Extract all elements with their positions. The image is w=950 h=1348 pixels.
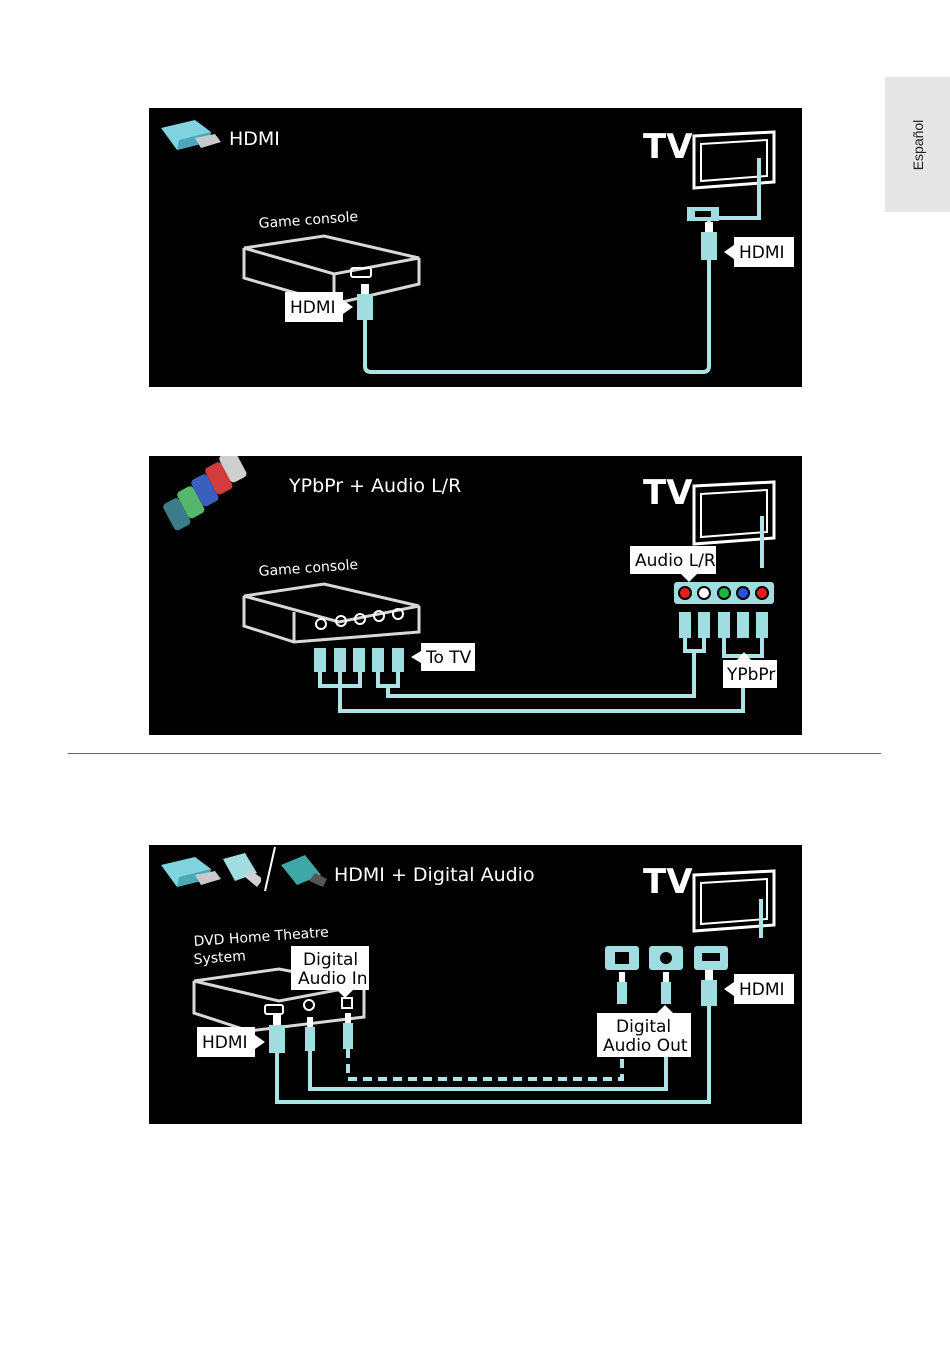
console-rca-connectors: [314, 648, 404, 672]
svg-text:Digital: Digital: [616, 1017, 671, 1037]
svg-text:Audio Out: Audio Out: [603, 1036, 688, 1056]
tv-connectors: [617, 970, 717, 1006]
hdmi-cable: [365, 258, 709, 372]
hdmi-plug-icon: [161, 120, 221, 150]
ypbpr-audio-connection-diagram: YPbPr + Audio L/R TV Game console: [149, 456, 802, 735]
tv-rca-connectors: [679, 612, 768, 638]
svg-text:Audio L/R: Audio L/R: [635, 551, 716, 571]
svg-text:Audio In: Audio In: [298, 969, 368, 989]
tv-label: TV: [643, 473, 693, 513]
svg-text:YPbPr: YPbPr: [726, 665, 775, 685]
cables: [277, 899, 761, 1102]
audio-lr-label: Audio L/R: [630, 546, 716, 582]
tv-icon: [694, 132, 774, 188]
tv-rca-panel: [674, 582, 774, 604]
language-label: Español: [910, 119, 926, 170]
panel-title: YPbPr + Audio L/R: [288, 475, 461, 497]
svg-text:HDMI: HDMI: [290, 298, 336, 318]
device-hdmi-label: HDMI: [285, 292, 353, 322]
svg-text:To TV: To TV: [425, 648, 472, 668]
device-label: Game console: [258, 557, 359, 580]
section-divider: [68, 753, 881, 754]
svg-text:Digital: Digital: [303, 950, 358, 970]
language-tab: Español: [885, 77, 950, 212]
device-label: Game console: [258, 209, 359, 232]
svg-text:HDMI: HDMI: [202, 1033, 248, 1053]
to-tv-label: To TV: [411, 643, 475, 671]
tv-label: TV: [643, 127, 693, 167]
rca-cables-icon: [149, 456, 275, 532]
tv-hdmi-label: HDMI: [724, 237, 794, 267]
hdmi-digital-audio-connection-diagram: HDMI + Digital Audio TV DVD Home Theatre…: [149, 845, 802, 1124]
hdmi-plug-icon: [161, 857, 221, 887]
panel-title: HDMI + Digital Audio: [334, 864, 535, 886]
tv-hdmi-label: HDMI: [724, 974, 794, 1004]
tv-label: TV: [643, 862, 693, 902]
svg-text:HDMI: HDMI: [739, 243, 785, 263]
hdmi-connection-diagram: HDMI TV Game console HDMI HDMI: [149, 108, 802, 387]
digital-audio-out-label: Digital Audio Out: [597, 1005, 691, 1057]
svg-text:HDMI: HDMI: [739, 980, 785, 1000]
hdmi-connector-device: [357, 284, 373, 320]
coaxial-plug-icon: [223, 853, 263, 887]
panel-title: HDMI: [229, 128, 280, 150]
tv-ports: [605, 946, 728, 970]
device-hdmi-label: HDMI: [197, 1027, 265, 1057]
hdmi-connector-tv: [687, 207, 719, 260]
device-label-line2: System: [193, 948, 246, 968]
